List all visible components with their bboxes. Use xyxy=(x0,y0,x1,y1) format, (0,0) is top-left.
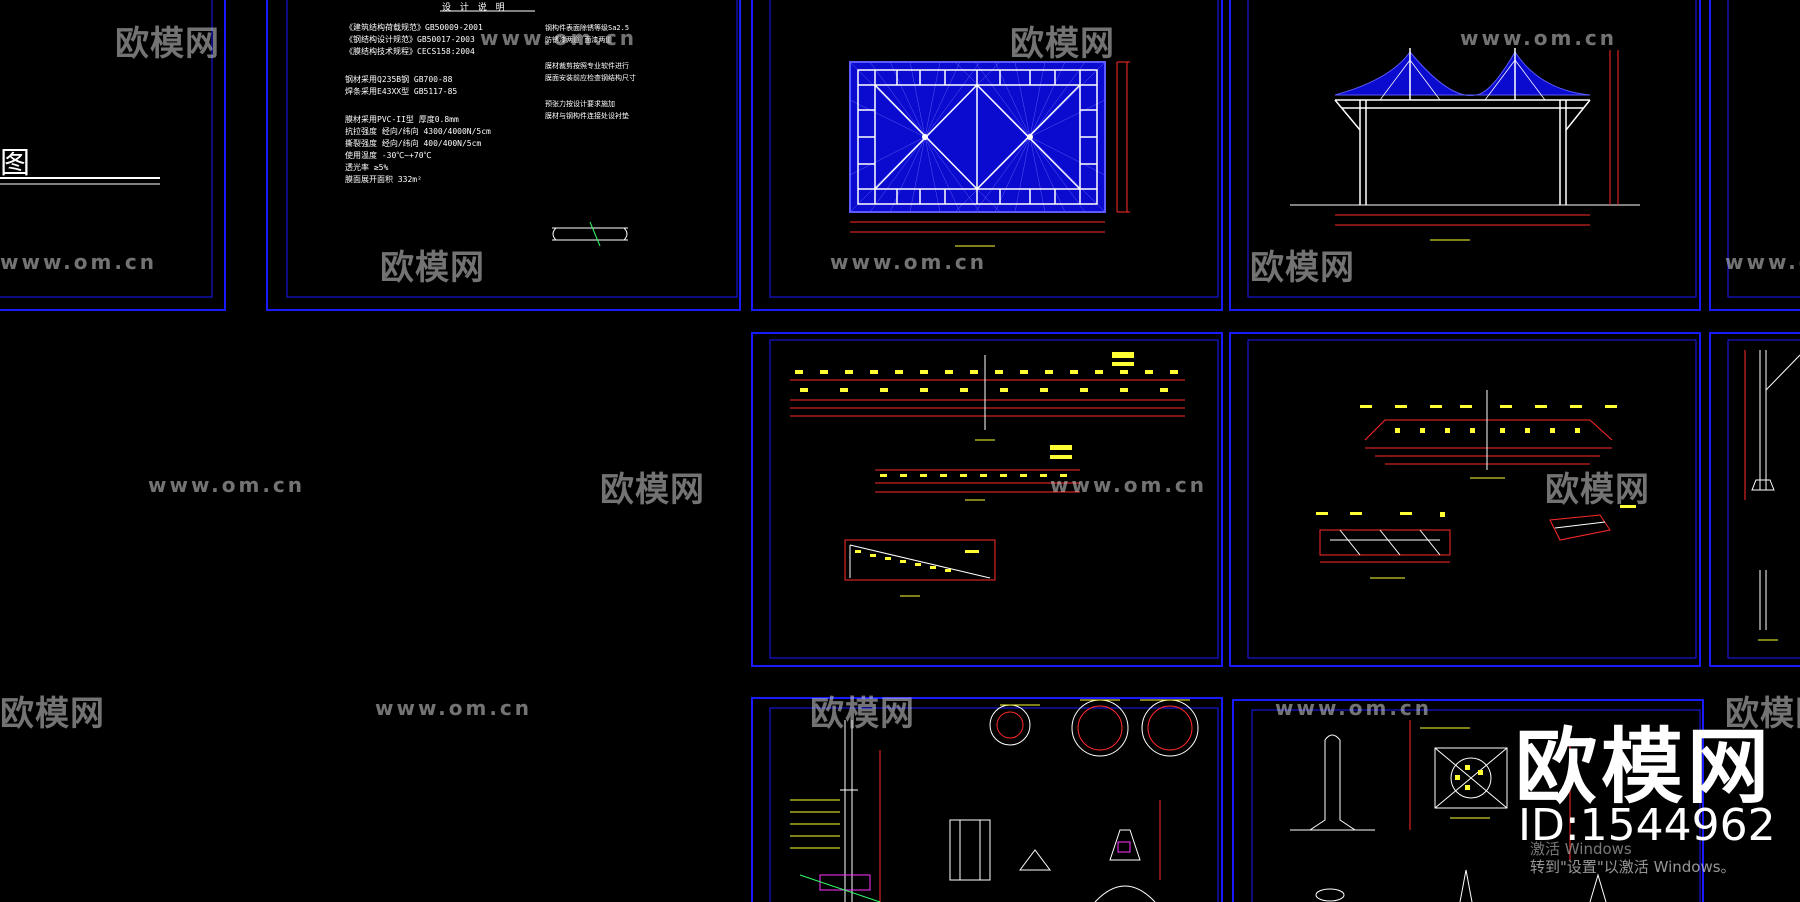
base-plate-detail xyxy=(1290,720,1607,902)
watermark-url: www.om.cn xyxy=(1725,250,1800,274)
brand-id-label: ID:1544962 xyxy=(1518,800,1776,851)
watermark-brand: 欧模网 xyxy=(0,694,105,734)
windows-activation-hint: 转到"设置"以激活 Windows。 xyxy=(1530,858,1736,876)
note-line: 使用温度 -30℃~+70℃ xyxy=(345,151,432,160)
drawing-title-glyph: 图 xyxy=(0,146,30,181)
note-line: 透光率 ≥5% xyxy=(345,163,389,172)
truss-section-detail xyxy=(1316,505,1636,579)
watermark-brand: 欧模网 xyxy=(1545,470,1650,510)
column-partial-detail xyxy=(1744,350,1800,641)
note-line: 预张力按设计要求施加 xyxy=(545,100,615,108)
truss-detail-long xyxy=(790,352,1185,441)
connection-plates xyxy=(949,699,1199,902)
watermark-brand: 欧模网 xyxy=(380,248,485,288)
watermark-url: www.om.cn xyxy=(1050,473,1208,497)
watermark-url: www.om.cn xyxy=(148,473,306,497)
note-line: 《膜结构技术规程》CECS158:2004 xyxy=(345,47,475,56)
design-notes-right: 钢构件表面除锈等级Sa2.5 防锈漆两道 面漆两道 膜材裁剪按照专业软件进行 膜… xyxy=(545,22,665,122)
membrane-plan-view xyxy=(849,61,1106,213)
brand-logo-text: 欧模网 xyxy=(1515,720,1774,815)
note-line: 抗拉强度 经向/纬向 4300/4000N/5cm xyxy=(345,127,491,136)
plan-dimensions xyxy=(850,61,1130,233)
watermark-brand: 欧模网 xyxy=(115,24,220,64)
watermark-brand: 欧模网 xyxy=(1725,694,1800,734)
watermark-url: www.om.cn xyxy=(375,696,533,720)
note-line: 钢材采用Q235B钢 GB700-88 xyxy=(345,75,453,84)
watermark-brand: 欧模网 xyxy=(1250,248,1355,288)
notes-title: 设 计 说 明 xyxy=(442,3,508,13)
watermark-brand: 欧模网 xyxy=(600,470,705,510)
note-line: 防锈漆两道 面漆两道 xyxy=(545,36,613,44)
note-line: 焊条采用E43XX型 GB5117-85 xyxy=(345,87,458,96)
watermark-url: www.om.cn xyxy=(0,250,158,274)
truss-detail-short xyxy=(875,445,1080,501)
watermark-brand: 欧模网 xyxy=(810,694,915,734)
windows-activation-title: 激活 Windows xyxy=(1530,840,1632,858)
note-line: 膜面安装前应检查钢结构尺寸 xyxy=(545,74,636,82)
watermark-url: www.om.cn xyxy=(830,250,988,274)
note-line: 膜材裁剪按照专业软件进行 xyxy=(545,62,629,70)
weld-detail xyxy=(552,221,628,247)
watermark-url: www.om.cn xyxy=(1275,696,1433,720)
note-line: 《建筑结构荷载规范》GB50009-2001 xyxy=(345,23,483,32)
note-line: 膜面展开面积 332m² xyxy=(345,175,422,184)
note-line: 膜材与钢构件连接处设衬垫 xyxy=(545,112,629,120)
note-line: 撕裂强度 经向/纬向 400/400N/5cm xyxy=(345,139,482,148)
watermark-brand: 欧模网 xyxy=(1010,24,1115,64)
watermark-url: www.om.cn xyxy=(480,26,638,50)
note-line: 《钢结构设计规范》GB50017-2003 xyxy=(345,35,475,44)
column-base-detail xyxy=(790,720,881,902)
title-underline xyxy=(0,177,160,185)
truss-detail-diagonal xyxy=(844,539,996,597)
membrane-elevation-view xyxy=(1290,48,1640,206)
elevation-dimensions xyxy=(1335,50,1619,226)
watermark-url: www.om.cn xyxy=(1460,26,1618,50)
design-notes-left: 《建筑结构荷载规范》GB50009-2001 《钢结构设计规范》GB50017-… xyxy=(345,22,535,186)
roof-truss-detail xyxy=(1360,390,1617,479)
note-line: 膜材采用PVC-II型 厚度0.8mm xyxy=(345,115,459,124)
note-line: 钢构件表面除锈等级Sa2.5 xyxy=(545,24,630,32)
